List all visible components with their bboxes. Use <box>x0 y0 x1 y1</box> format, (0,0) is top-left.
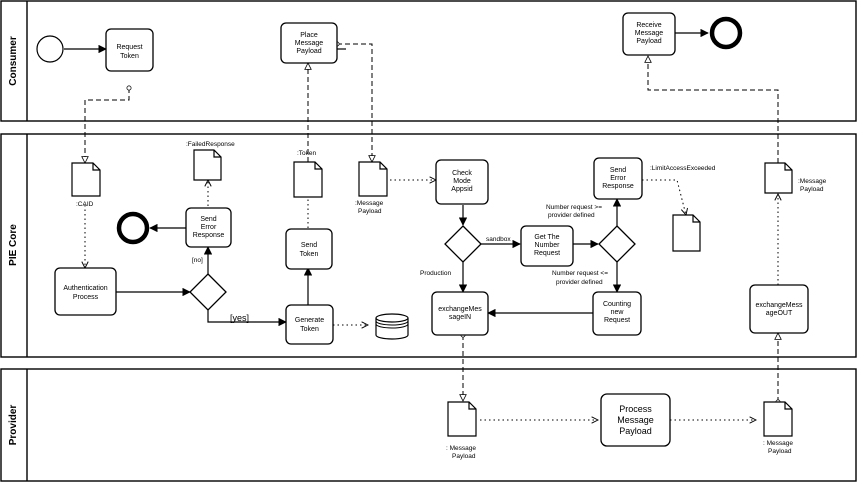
svg-text::CAID: :CAID <box>76 201 94 208</box>
doc-limit-exceeded: :LimitAccessExceeded <box>650 165 716 252</box>
doc-caid: :CAID <box>71 162 101 208</box>
lane-label-provider: Provider <box>8 405 19 446</box>
msgflow-return <box>648 56 779 163</box>
lane-label-consumer: Consumer <box>8 36 19 86</box>
gateway-mode <box>444 225 482 263</box>
msgflow-payload <box>337 44 372 162</box>
end-event-core <box>116 211 150 245</box>
doc-failed-response: :FailedResponse <box>186 141 235 181</box>
assoc-error-limit <box>642 179 686 215</box>
label-production: Production <box>420 270 451 277</box>
flow-yes-to-generate <box>207 309 287 327</box>
msgflow-request-token <box>85 88 129 163</box>
pool-pie-core: PIE Core <box>0 133 857 358</box>
data-store <box>375 313 409 340</box>
label-yes: [yes] <box>230 313 249 323</box>
start-event <box>36 35 64 63</box>
label-le: Number request <=provider defined <box>552 270 608 286</box>
gateway-count <box>598 225 636 263</box>
end-event-consumer <box>709 16 743 50</box>
label-ge: Number request >=provider defined <box>546 204 602 219</box>
doc-token: :Token <box>293 150 323 198</box>
svg-text::FailedResponse: :FailedResponse <box>186 141 235 148</box>
svg-text::Token: :Token <box>297 150 317 157</box>
label-sandbox: sandbox <box>486 236 511 243</box>
gateway-auth <box>189 273 227 311</box>
svg-text::LimitAccessExceeded: :LimitAccessExceeded <box>650 165 716 172</box>
lane-label-pie-core: PIE Core <box>8 224 19 266</box>
pool-provider: Provider <box>0 368 857 482</box>
label-no: [no] <box>192 257 203 264</box>
